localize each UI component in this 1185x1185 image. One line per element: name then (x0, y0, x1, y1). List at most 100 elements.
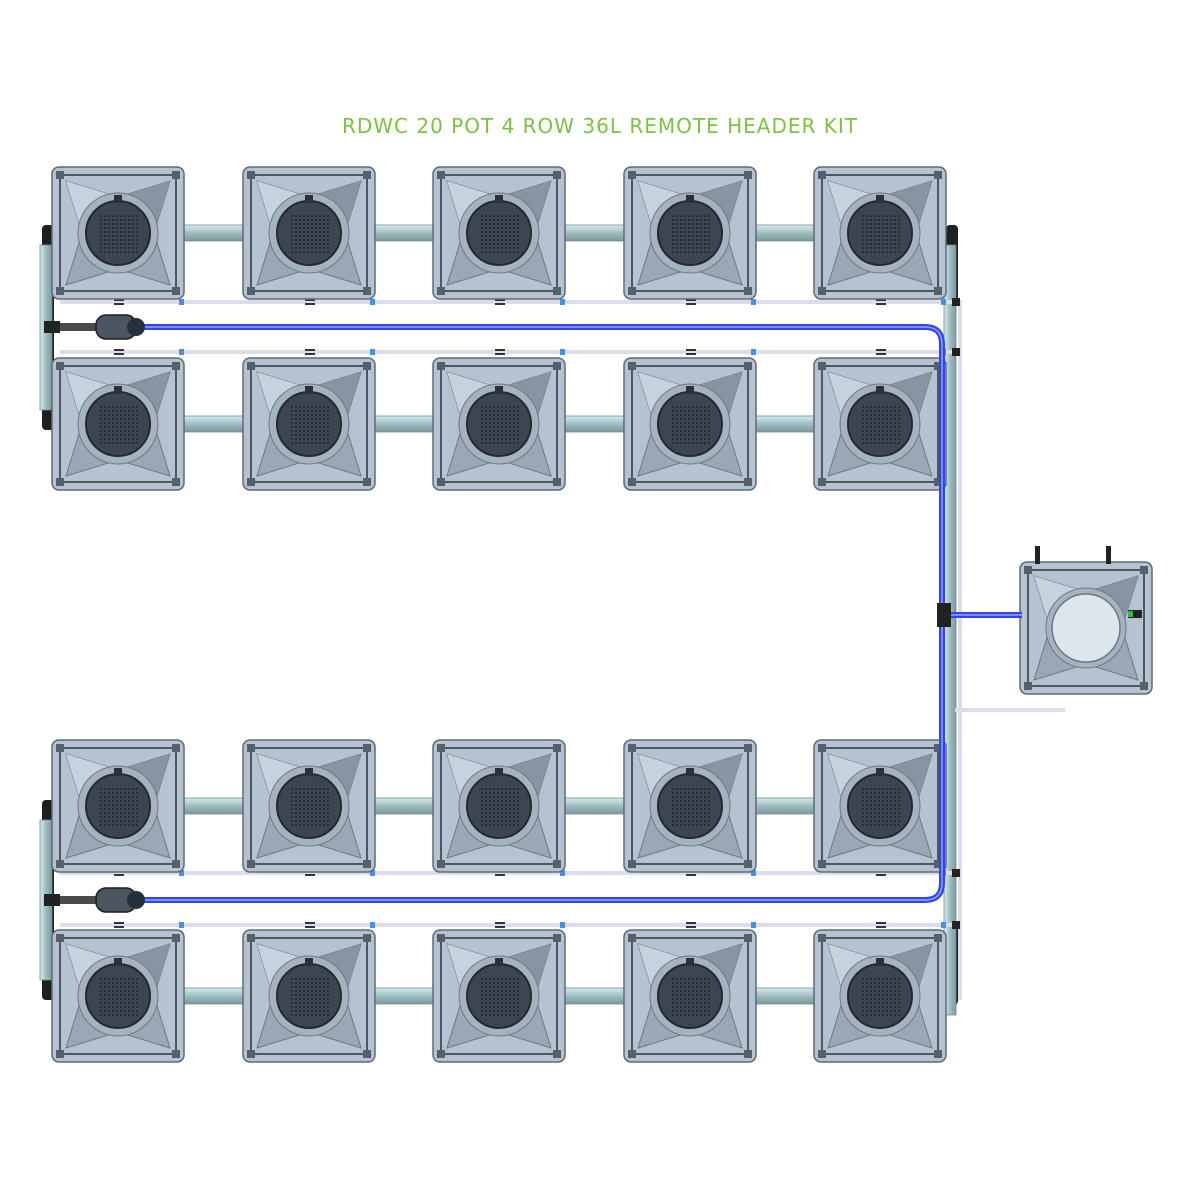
rail-connector (370, 922, 375, 928)
pot-corner-clip (818, 1050, 826, 1058)
rail-clip (686, 303, 696, 305)
rail-clip (876, 303, 886, 305)
pot-rim (250, 365, 368, 483)
pot-corner-clip (628, 1050, 636, 1058)
net-pot-mesh (98, 786, 138, 826)
pot-corner-clip (56, 1050, 64, 1058)
rail-clip (305, 922, 315, 924)
pot-corner-clip (818, 171, 826, 179)
rail-connector (941, 922, 946, 928)
pot-r4-c5 (813, 929, 947, 1063)
rail-clip (305, 874, 315, 876)
pot-corner-clip (744, 478, 752, 486)
pot-rim (821, 365, 939, 483)
row-connector-pipe (562, 797, 627, 815)
rail-connector (751, 922, 756, 928)
pot-corner-clip (56, 934, 64, 942)
rail-clip (495, 874, 505, 876)
header-lid-icon (1051, 593, 1121, 663)
pot-rim (631, 174, 749, 292)
header-tank-icon (1019, 561, 1153, 695)
pot-corner-clip (437, 171, 445, 179)
rail-end-fitting (952, 869, 960, 877)
pot-corner-clip (247, 287, 255, 295)
pot-corner-clip (363, 478, 371, 486)
rail-connector (560, 922, 565, 928)
rail-connector (751, 349, 756, 355)
pot-corner-clip (818, 287, 826, 295)
pot-corner-clip (628, 744, 636, 752)
rail-connector (560, 299, 565, 305)
pot-corner-clip (934, 362, 942, 370)
net-pot-tab (114, 768, 122, 776)
rail-clip (495, 349, 505, 351)
net-pot-mesh (479, 976, 519, 1016)
pot-r1-c1 (51, 166, 185, 300)
pot-corner-clip (56, 287, 64, 295)
pot-corner-clip (553, 1050, 561, 1058)
pot-r3-c3 (432, 739, 566, 873)
feed-lines-layer (44, 314, 1022, 913)
pot-corner-clip (744, 171, 752, 179)
net-pot-mesh (670, 786, 710, 826)
pot-corner-clip (818, 934, 826, 942)
rail-clip (305, 353, 315, 355)
rail-clip (876, 349, 886, 351)
header-tank-post (1035, 546, 1040, 564)
pump-hose (60, 896, 100, 904)
rail-clip (876, 874, 886, 876)
pot-corner-clip (172, 287, 180, 295)
net-pot-mesh (479, 213, 519, 253)
pot-corner-clip (363, 362, 371, 370)
pot-r1-c2 (242, 166, 376, 300)
pots-layer (51, 166, 1153, 1063)
pot-corner-clip (628, 362, 636, 370)
row-connector-pipe (753, 797, 817, 815)
row-connector-pipe (181, 415, 246, 433)
pot-rim (59, 937, 177, 1055)
pot-corner-clip (363, 934, 371, 942)
header-tank-valve (1128, 611, 1133, 617)
pot-corner-clip (744, 287, 752, 295)
pot-r3-c2 (242, 739, 376, 873)
pot-r4-c4 (623, 929, 757, 1063)
rail-connector (179, 349, 184, 355)
pot-corner-clip (744, 860, 752, 868)
row-connector-pipe (562, 224, 627, 242)
pot-corner-clip (818, 744, 826, 752)
feed-line-lower-highlight (140, 620, 943, 901)
net-pot-mesh (479, 786, 519, 826)
pot-corner-clip (744, 1050, 752, 1058)
pot-corner-clip (363, 744, 371, 752)
net-pot-tab (876, 958, 884, 966)
rail-connector (751, 299, 756, 305)
pot-rim (440, 174, 558, 292)
right-return-pipe (943, 244, 957, 1016)
pump-fitting (44, 894, 60, 906)
pot-rim (631, 365, 749, 483)
kit-title: RDWC 20 POT 4 ROW 36L REMOTE HEADER KIT (341, 114, 858, 138)
pot-corner-clip (247, 171, 255, 179)
pot-rim (250, 747, 368, 865)
net-pot-mesh (670, 213, 710, 253)
net-pot-tab (495, 768, 503, 776)
pot-corner-clip (1024, 566, 1032, 574)
pot-corner-clip (628, 934, 636, 942)
rail-clip (686, 922, 696, 924)
net-pot-mesh (860, 976, 900, 1016)
rail-clip (876, 922, 886, 924)
net-pot-tab (114, 386, 122, 394)
pot-rim (440, 937, 558, 1055)
pot-corner-clip (247, 362, 255, 370)
row-connector-pipe (181, 797, 246, 815)
pot-corner-clip (56, 478, 64, 486)
pot-corner-clip (247, 934, 255, 942)
rail-connector (941, 299, 946, 305)
pot-corner-clip (744, 744, 752, 752)
net-pot-tab (876, 195, 884, 203)
net-pot-mesh (479, 404, 519, 444)
row-connector-pipe (372, 797, 436, 815)
net-pot-mesh (860, 213, 900, 253)
pot-corner-clip (553, 934, 561, 942)
pot-r2-c3 (432, 357, 566, 491)
